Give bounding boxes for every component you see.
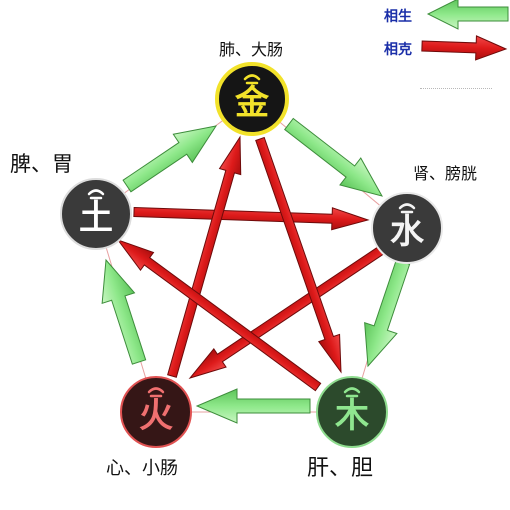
metal-ornament-icon: [243, 74, 261, 85]
legend-generating-arrow-icon: [426, 0, 509, 30]
overcoming-arrows: [116, 135, 393, 392]
wood-node: 木: [316, 376, 388, 448]
fire-organs-label: 心、小肠: [106, 458, 178, 479]
overcome-arrow-water-fire: [188, 240, 393, 379]
water-ornament-icon: [398, 203, 416, 214]
legend-generating-label: 相生: [384, 9, 412, 25]
overcome-arrow-wood-earth: [116, 238, 322, 392]
overcome-arrow-metal-wood: [255, 136, 342, 374]
earth-node-circle: [60, 178, 132, 250]
fire-node: 火: [120, 376, 192, 448]
metal-character: 金: [234, 83, 270, 123]
earth-ornament-icon: [87, 189, 105, 200]
earth-node: 土: [60, 178, 132, 250]
legend-divider: [420, 88, 492, 90]
wood-ornament-icon: [343, 387, 361, 398]
generate-arrow-water-wood: [364, 259, 411, 368]
wood-organs-label: 肝、胆: [307, 456, 374, 481]
generate-arrow-wood-fire: [195, 388, 311, 424]
generating-arrows: [101, 117, 411, 424]
legend-overcoming-arrow-icon: [421, 35, 508, 61]
metal-node: 金: [215, 62, 289, 136]
water-organs-label: 肾、膀胱: [413, 164, 478, 183]
generate-arrow-metal-water: [284, 117, 384, 197]
overcome-arrow-earth-water: [133, 206, 370, 231]
metal-node-circle: [215, 62, 289, 136]
fire-ornament-icon: [147, 387, 165, 398]
water-character: 水: [390, 212, 425, 252]
generate-arrow-fire-earth: [101, 258, 147, 365]
wood-node-circle: [316, 376, 388, 448]
legend-overcoming-label: 相克: [384, 42, 412, 58]
metal-organs-label: 肺、大肠: [219, 40, 284, 59]
earth-character: 土: [79, 198, 113, 238]
water-node-circle: [371, 192, 443, 264]
wood-character: 木: [334, 396, 369, 436]
fire-node-circle: [120, 376, 192, 448]
fire-character: 火: [139, 396, 173, 436]
element-nodes: 金水木 火 土: [60, 62, 443, 448]
earth-organs-label: 脾、胃: [10, 152, 73, 176]
generate-arrow-earth-metal: [122, 125, 218, 193]
water-node: 水: [371, 192, 443, 264]
legend-arrows: [421, 0, 509, 61]
overcome-arrow-fire-metal: [167, 135, 242, 378]
